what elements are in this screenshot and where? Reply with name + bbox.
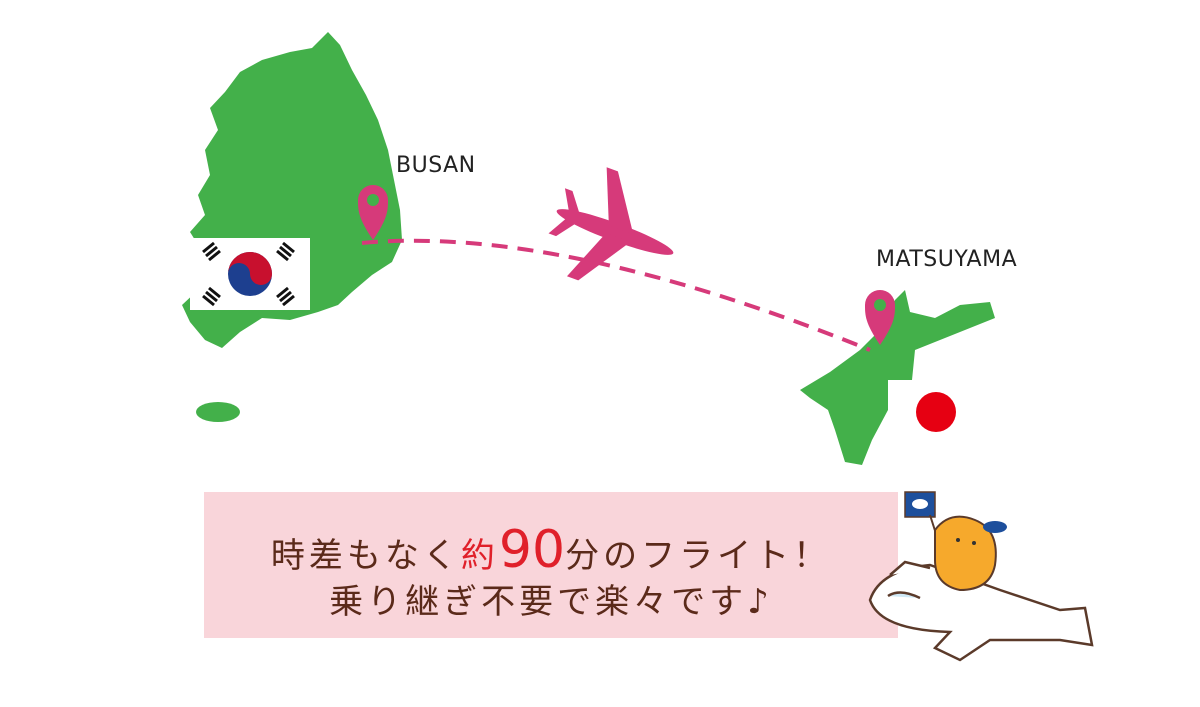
airplane-icon xyxy=(548,167,674,281)
busan-label: BUSAN xyxy=(396,153,476,178)
taeguk-emblem xyxy=(202,241,295,307)
shikoku-island xyxy=(800,290,995,465)
message-prefix: 時差もなく xyxy=(270,536,461,576)
jeju-island xyxy=(196,402,240,422)
flight-route xyxy=(361,238,871,352)
busan-pin-icon xyxy=(358,185,388,240)
message-banner: 時差もなく約90分のフライト！ 乗り継ぎ不要で楽々です♪ xyxy=(204,492,898,638)
matsuyama-pin-icon xyxy=(865,290,895,345)
message-line-1: 時差もなく約90分のフライト！ xyxy=(204,520,898,580)
message-suffix: 分のフライト！ xyxy=(565,536,832,576)
flight-minutes: 90 xyxy=(498,520,566,580)
message-approx: 約 xyxy=(460,536,499,576)
matsuyama-label: MATSUYAMA xyxy=(876,247,1018,272)
japan-flag-sun xyxy=(916,392,956,432)
message-line-2: 乗り継ぎ不要で楽々です♪ xyxy=(329,582,773,622)
